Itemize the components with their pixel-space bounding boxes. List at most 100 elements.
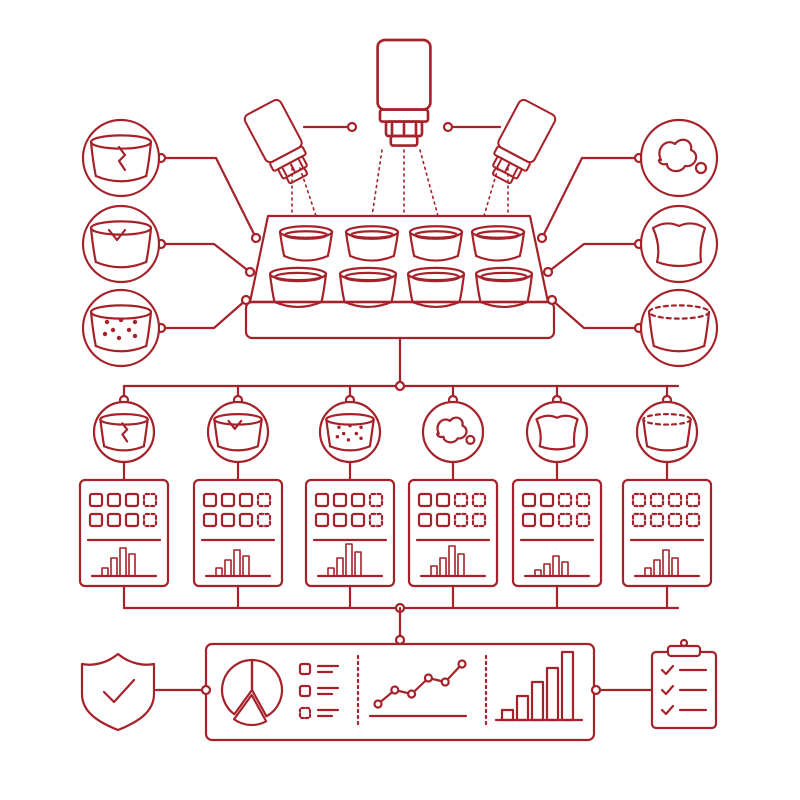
- summary-dashboard: [204, 642, 596, 742]
- deformed-shape-icon: [639, 204, 719, 284]
- sample-square: [332, 492, 348, 508]
- sample-square: [238, 492, 254, 508]
- deformed-shape-icon: [525, 400, 589, 464]
- sample-square: [631, 492, 647, 508]
- sample-square: [685, 492, 701, 508]
- cup-row1-1: [278, 225, 334, 262]
- sample-square: [417, 512, 433, 528]
- sample-square: [521, 512, 537, 528]
- sample-square: [539, 512, 555, 528]
- classifier-column-6: [621, 400, 713, 610]
- sample-square: [649, 492, 665, 508]
- cup-row1-3: [408, 225, 464, 262]
- list-checkbox: [298, 684, 312, 698]
- sample-square: [256, 512, 272, 528]
- sample-square: [557, 492, 573, 508]
- sample-square: [435, 512, 451, 528]
- sample-square: [575, 512, 591, 528]
- cup-outline: [99, 413, 149, 452]
- pie-slice: [250, 658, 284, 718]
- cup-tray: [244, 214, 556, 340]
- sample-square: [220, 492, 236, 508]
- classifier-column-4: [407, 400, 499, 610]
- sample-square: [106, 492, 122, 508]
- sample-square: [368, 512, 384, 528]
- left-angled-camera: [243, 98, 309, 185]
- sample-square: [142, 512, 158, 528]
- sample-square: [88, 512, 104, 528]
- sample-square: [202, 492, 218, 508]
- trend-point: [373, 699, 383, 709]
- camera-light-rays: [291, 149, 509, 217]
- cup-outline: [89, 220, 153, 269]
- sample-square: [521, 492, 537, 508]
- trend-point: [390, 685, 400, 695]
- sample-square: [557, 512, 573, 528]
- cup-row1-4: [470, 225, 526, 262]
- classifier-column-3: [304, 400, 396, 610]
- sample-square: [471, 492, 487, 508]
- classifier-column-2: [192, 400, 284, 610]
- sample-square: [471, 512, 487, 528]
- contamination-dots-icon: [318, 400, 382, 464]
- trend-point: [440, 677, 450, 687]
- report-clipboard-icon: [650, 638, 718, 730]
- sample-square: [350, 492, 366, 508]
- sample-square: [685, 512, 701, 528]
- quality-shield-icon: [80, 652, 156, 732]
- sample-square: [631, 512, 647, 528]
- trend-point: [423, 673, 433, 683]
- trend-point: [457, 659, 467, 669]
- crack-defect-icon: [81, 118, 161, 198]
- sample-square: [238, 512, 254, 528]
- cup-outline: [642, 413, 692, 452]
- sample-square: [667, 512, 683, 528]
- cup-row2-1: [268, 266, 328, 309]
- sample-square: [649, 512, 665, 528]
- chip-defect-icon: [206, 400, 270, 464]
- classifier-column-1: [78, 400, 170, 610]
- side-links: [155, 152, 645, 334]
- sample-square: [332, 512, 348, 528]
- sample-square: [417, 492, 433, 508]
- contamination-dots-icon: [81, 288, 161, 368]
- sample-square: [350, 512, 366, 528]
- sample-square: [314, 512, 330, 528]
- sample-square: [256, 492, 272, 508]
- stain-blob-icon: [639, 118, 719, 198]
- top-center-camera: [376, 38, 432, 147]
- cup-outline: [647, 304, 711, 353]
- cup-row2-2: [338, 266, 398, 309]
- sample-square: [453, 512, 469, 528]
- merge-bus: [122, 602, 680, 646]
- distribution-bus: [118, 336, 680, 406]
- outputs: [80, 638, 718, 732]
- sample-square: [88, 492, 104, 508]
- sample-square: [314, 492, 330, 508]
- sample-square: [124, 512, 140, 528]
- cup-row1-2: [344, 225, 400, 262]
- sample-square: [575, 492, 591, 508]
- stain-blob-icon: [421, 400, 485, 464]
- trend-point: [407, 689, 417, 699]
- camera-links: [302, 121, 502, 133]
- cup-row2-3: [406, 266, 466, 309]
- missing-rim-icon: [639, 288, 719, 368]
- sample-square: [539, 492, 555, 508]
- sample-square: [435, 492, 451, 508]
- sample-square: [453, 492, 469, 508]
- sample-square: [106, 512, 122, 528]
- cup-row2-4: [474, 266, 534, 309]
- pie-slice: [232, 693, 268, 727]
- list-checkbox: [298, 662, 312, 676]
- crack-defect-icon: [92, 400, 156, 464]
- sample-square: [667, 492, 683, 508]
- sample-square: [124, 492, 140, 508]
- sample-square: [368, 492, 384, 508]
- pie-slice: [220, 658, 254, 716]
- missing-rim-icon: [635, 400, 699, 464]
- sample-square: [220, 512, 236, 528]
- classifier-column-5: [511, 400, 603, 610]
